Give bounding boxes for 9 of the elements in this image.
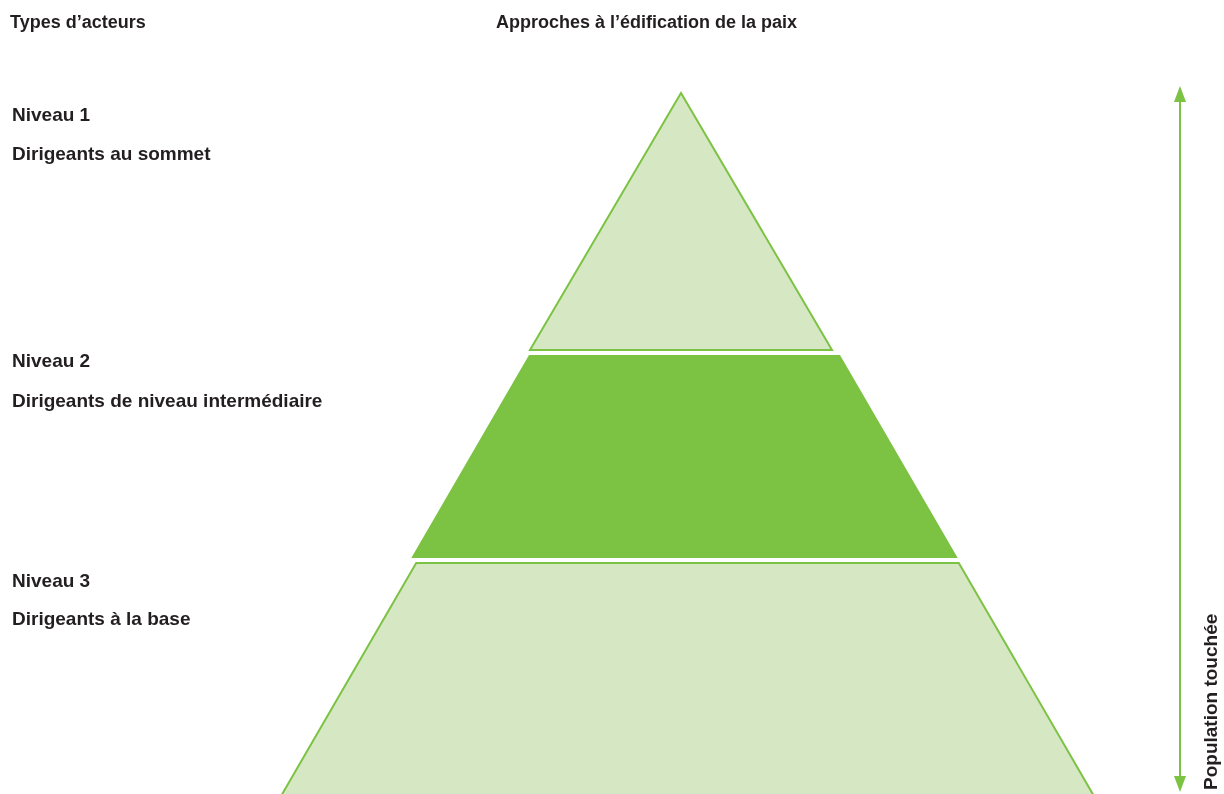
actor-label: Dirigeants à la base: [12, 608, 191, 630]
actor-label: Dirigeants au sommet: [12, 143, 211, 165]
level-number: Niveau 3: [12, 570, 91, 592]
column-heading: Types d’acteurs: [10, 12, 146, 33]
level-number: Niveau 2: [12, 350, 91, 372]
column-heading: Approches à l’édification de la paix: [496, 12, 798, 33]
axis-label: Population touchée: [1200, 613, 1222, 790]
level-number: Niveau 1: [12, 104, 91, 126]
actor-label: Dirigeants de niveau intermédiaire: [12, 390, 323, 412]
